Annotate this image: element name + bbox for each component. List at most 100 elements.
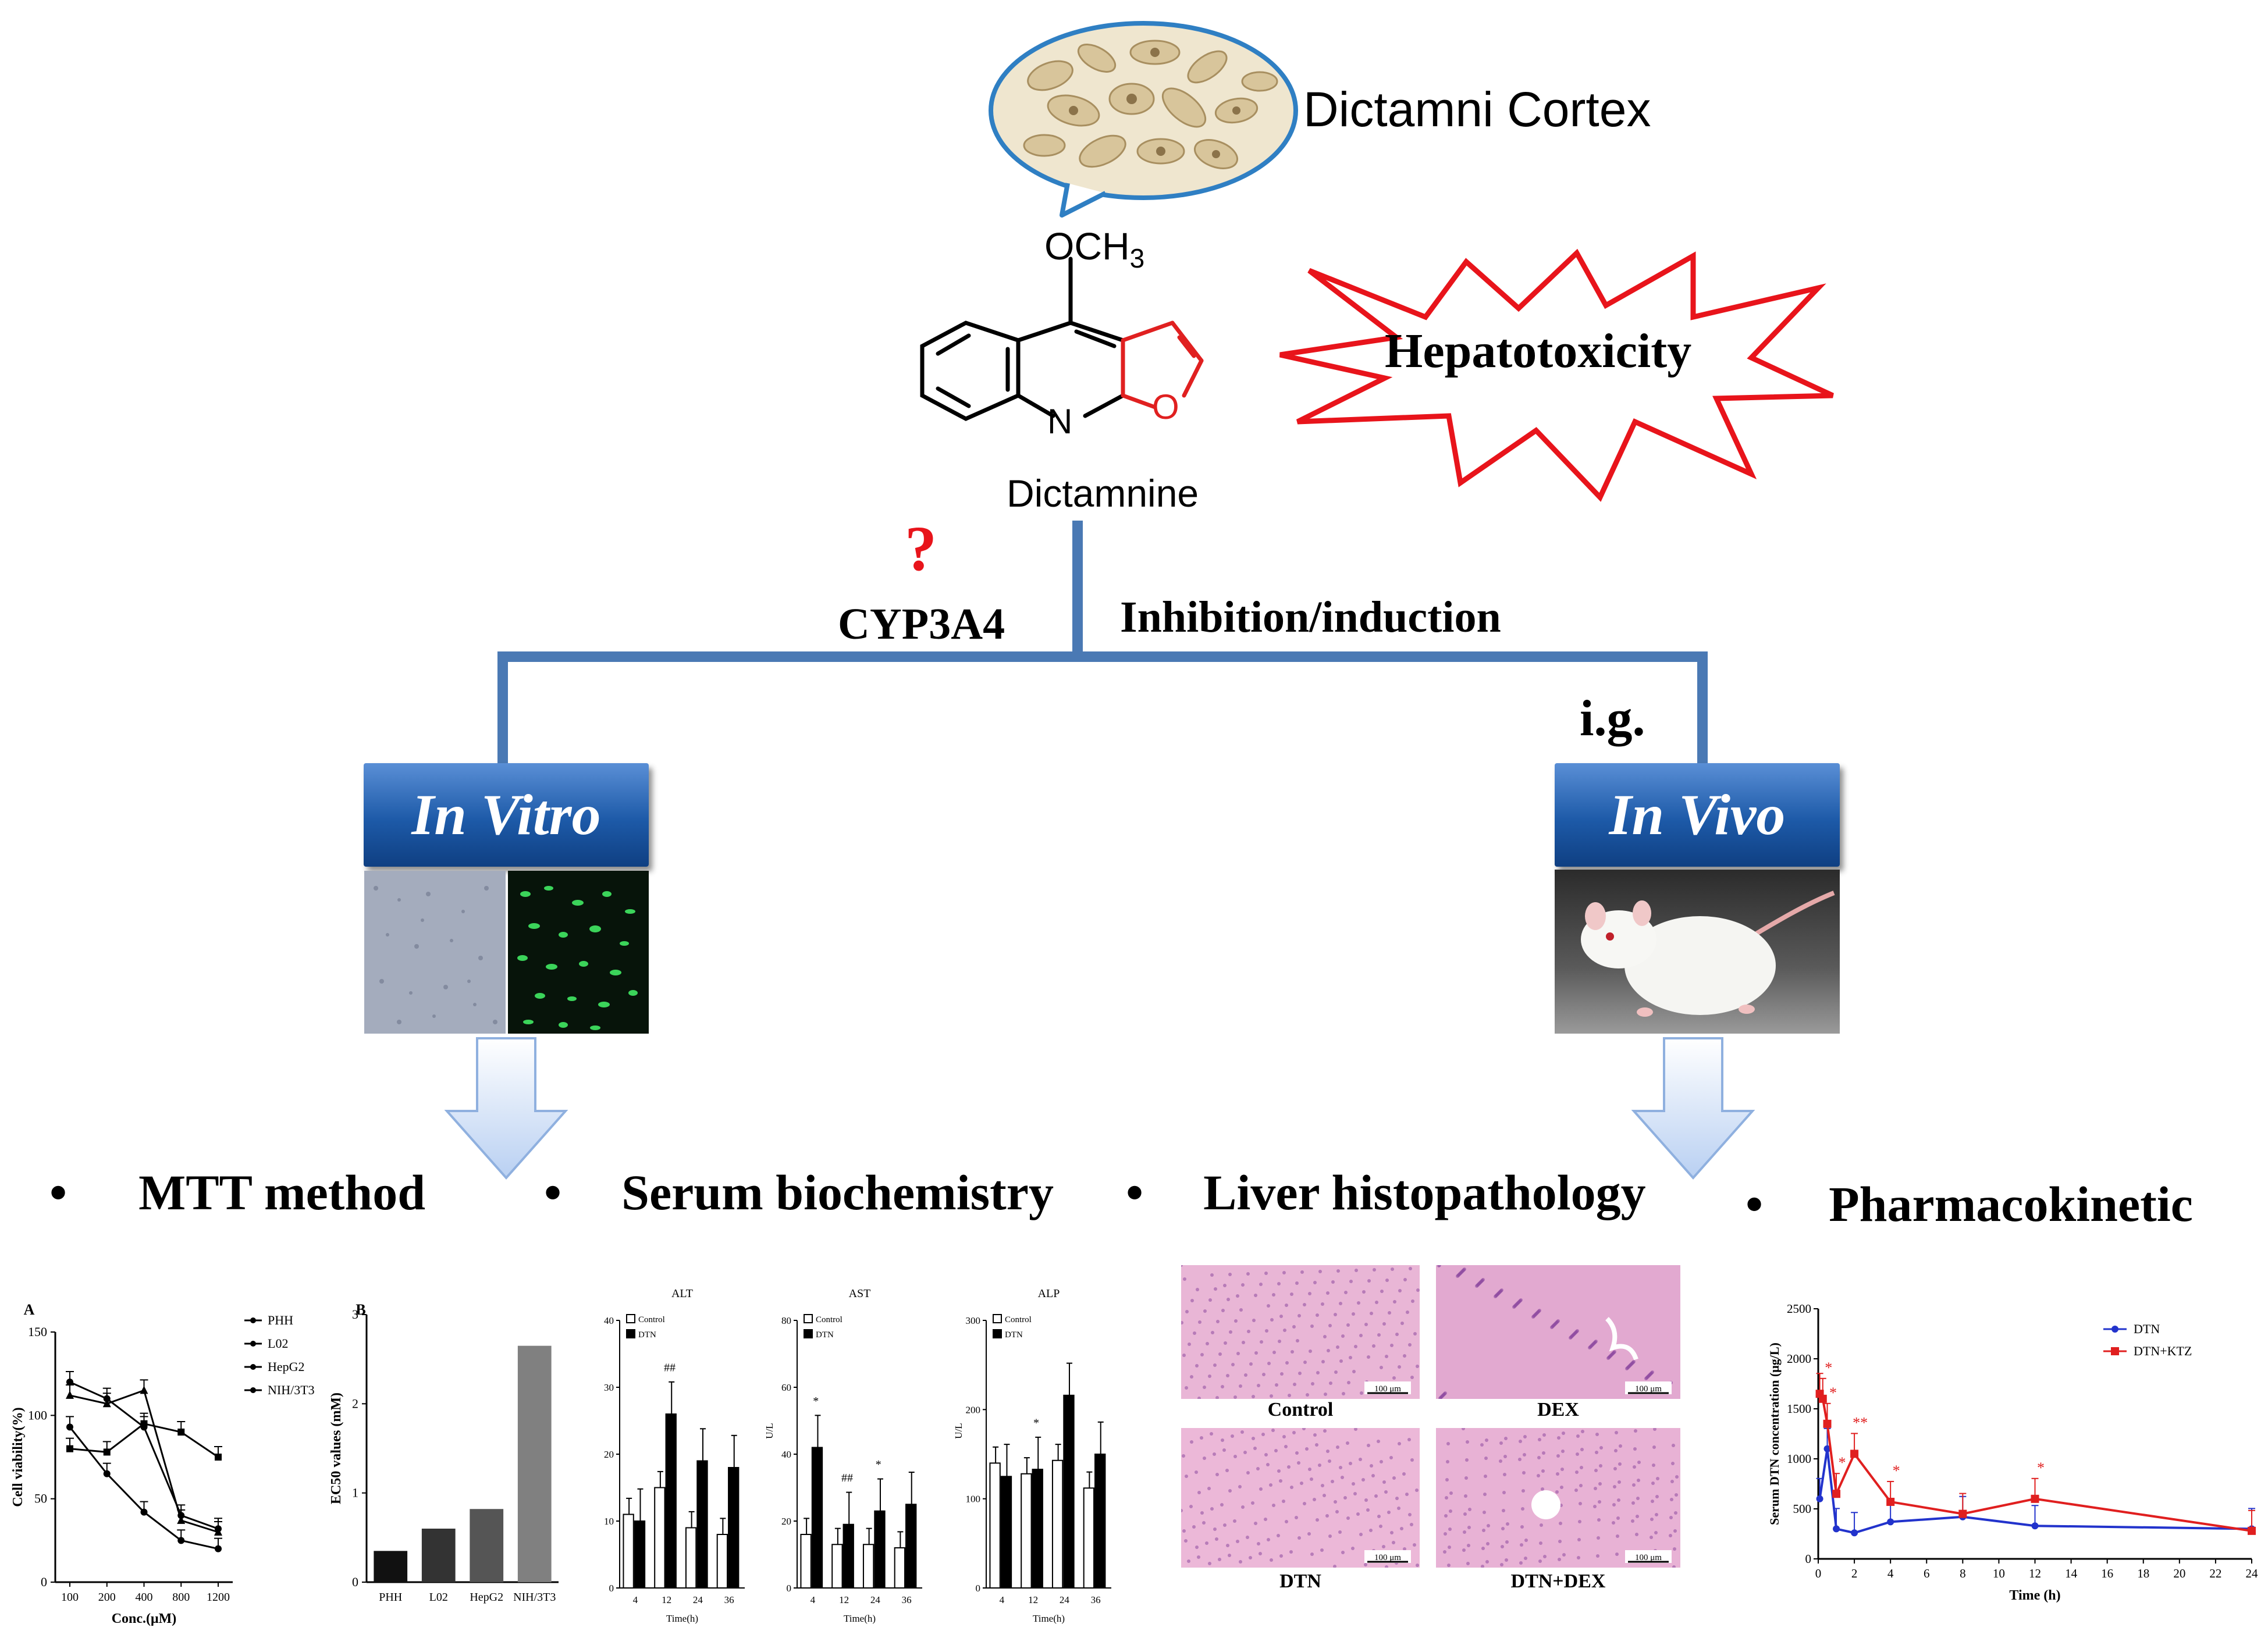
nucleus (1352, 1482, 1355, 1486)
y-tick-label: 0 (352, 1575, 358, 1589)
y-tick-label: 40 (781, 1449, 791, 1460)
data-point (1832, 1490, 1841, 1498)
nucleus (1224, 1341, 1227, 1345)
nucleus (1652, 1445, 1656, 1449)
nucleus (1266, 1463, 1270, 1466)
nucleus (1233, 1395, 1237, 1399)
legend-swatch (626, 1329, 635, 1338)
nucleus (1285, 1361, 1289, 1365)
nucleus (1388, 1311, 1391, 1315)
nucleus (1408, 1513, 1412, 1516)
x-tick-label: 1200 (207, 1591, 230, 1604)
serum-biochemistry-label: Serum biochemistry (621, 1165, 1054, 1220)
nucleus (1210, 1273, 1214, 1277)
y-tick-label: 0 (1805, 1552, 1812, 1566)
nucleus (1556, 1472, 1559, 1476)
y-tick-label: 60 (781, 1382, 791, 1393)
nucleus (1279, 1315, 1283, 1318)
x-tick-label: 0 (1815, 1566, 1822, 1580)
bar (894, 1547, 906, 1589)
cyp-label: CYP3A4 (838, 600, 1005, 649)
bar (905, 1504, 917, 1589)
nucleus (1267, 1538, 1270, 1541)
nucleus (1346, 1516, 1350, 1520)
nucleus (1326, 1450, 1329, 1453)
bar (874, 1510, 886, 1589)
nucleus (1325, 1514, 1329, 1518)
nucleus (1302, 1428, 1306, 1430)
bar (811, 1447, 823, 1589)
data-point (2031, 1494, 2039, 1503)
nucleus (1328, 1324, 1332, 1327)
nucleus (1243, 1451, 1247, 1454)
panel-label: A (24, 1301, 35, 1318)
nucleus (1652, 1463, 1655, 1467)
nucleus (1295, 1451, 1299, 1455)
histology-label-dtn: DTN (1279, 1571, 1321, 1592)
nucleus (1354, 1345, 1357, 1348)
nucleus (1675, 1493, 1678, 1497)
nucleus (1356, 1512, 1360, 1516)
data-point (1958, 1509, 1967, 1518)
nucleus (1598, 1482, 1602, 1486)
y-tick-label: 0 (787, 1583, 792, 1594)
x-tick-label: 24 (2246, 1566, 2259, 1580)
legend-label: Control (1005, 1315, 1032, 1324)
significance-mark: ** (1853, 1414, 1868, 1431)
nucleus (1633, 1465, 1636, 1469)
nucleus (1339, 1359, 1343, 1363)
nucleus (1313, 1281, 1317, 1284)
nucleus (1297, 1461, 1300, 1465)
y-tick-label: 20 (781, 1516, 791, 1527)
nucleus (1233, 1455, 1237, 1458)
nucleus (1257, 1384, 1260, 1387)
bullet-histopathology: • Liver histopathology (1126, 1163, 1646, 1222)
nucleus (1522, 1489, 1525, 1493)
nucleus (1402, 1472, 1406, 1476)
nucleus (1259, 1487, 1263, 1491)
nucleus (1444, 1532, 1447, 1536)
x-tick-label: NIH/3T3 (513, 1591, 556, 1604)
nucleus (1539, 1541, 1542, 1545)
nucleus (1284, 1445, 1288, 1448)
nucleus (1597, 1518, 1601, 1522)
histology-texture: 100 μm (1181, 1265, 1420, 1399)
nucleus (1405, 1493, 1409, 1496)
nucleus (1236, 1294, 1239, 1298)
legend-marker (2111, 1326, 2118, 1333)
nucleus (1374, 1494, 1378, 1498)
bar (374, 1551, 408, 1582)
nucleus (1267, 1362, 1271, 1365)
nucleus (1523, 1435, 1527, 1438)
nucleus (1310, 1324, 1314, 1328)
nucleus (1575, 1470, 1579, 1474)
chart-title: AST (849, 1287, 871, 1300)
bullet-mark: • (49, 1165, 67, 1220)
nucleus (1467, 1526, 1471, 1529)
nucleus (1390, 1531, 1393, 1534)
nucleus (1485, 1560, 1489, 1564)
nucleus (1189, 1505, 1193, 1508)
nucleus (1336, 1269, 1340, 1273)
legend-label: NIH/3T3 (268, 1383, 315, 1397)
nucleus (1323, 1494, 1326, 1497)
nucleus (1226, 1374, 1229, 1377)
nucleus (1247, 1330, 1250, 1333)
nucleus (1413, 1543, 1416, 1547)
scale-bar-bg (1625, 1550, 1672, 1563)
nucleus (1331, 1280, 1335, 1284)
nucleus (1190, 1375, 1193, 1379)
nucleus (1346, 1323, 1350, 1327)
bar (470, 1509, 504, 1582)
nucleus (1364, 1498, 1368, 1502)
nucleus (1379, 1525, 1382, 1528)
nucleus (1210, 1507, 1214, 1511)
nucleus (1265, 1329, 1268, 1333)
nucleus (1499, 1459, 1502, 1463)
nucleus (1213, 1363, 1217, 1367)
herb-photo-bubble (980, 12, 1306, 221)
nucleus (1277, 1534, 1280, 1537)
nucleus (1323, 1335, 1327, 1338)
significance-mark: * (1829, 1384, 1837, 1401)
data-point (1823, 1445, 1831, 1452)
